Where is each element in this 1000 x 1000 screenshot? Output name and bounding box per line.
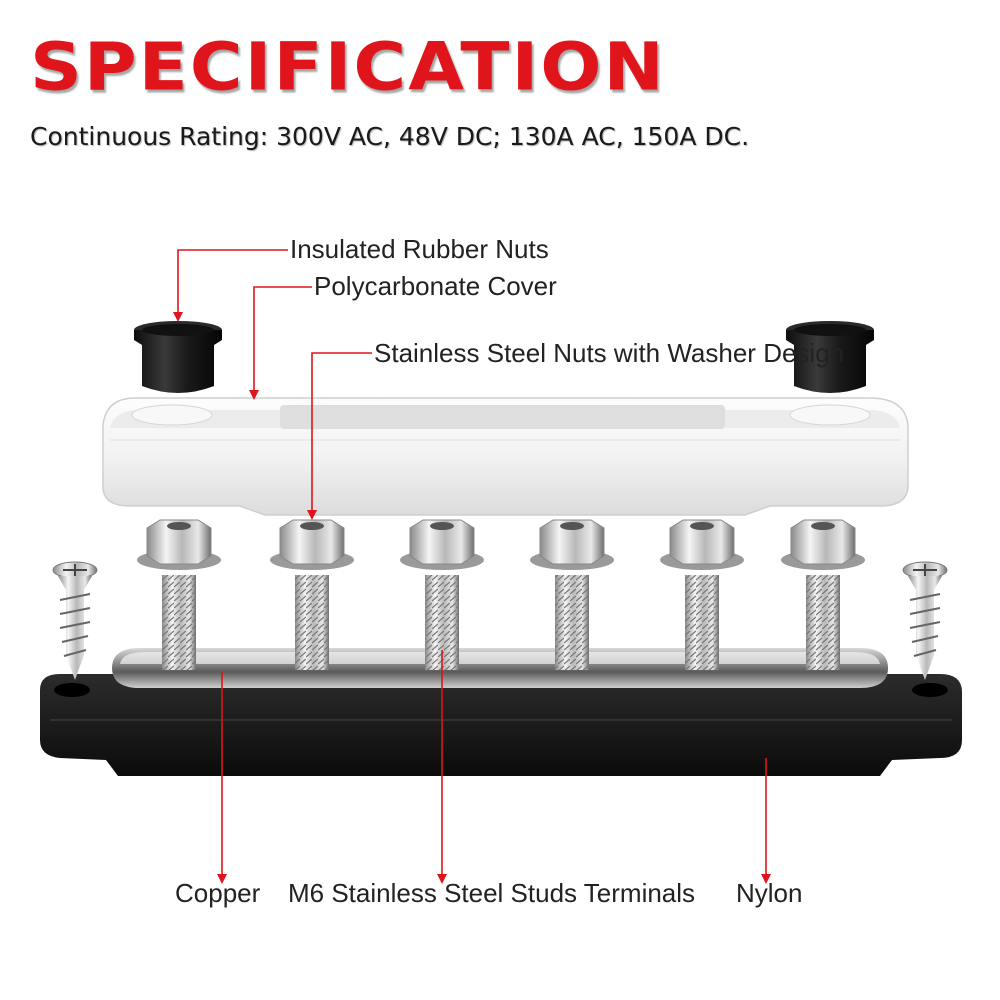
rubber-nut-right — [786, 321, 874, 393]
stud-assembly-2 — [270, 519, 354, 670]
mounting-screw-right — [902, 561, 948, 680]
copper-busbar — [112, 648, 888, 688]
label-cover: Polycarbonate Cover — [314, 271, 557, 301]
label-steel-nuts: Stainless Steel Nuts with Washer Design — [374, 338, 845, 368]
continuous-rating: Continuous Rating: 300V AC, 48V DC; 130A… — [30, 122, 750, 151]
label-nylon: Nylon — [736, 878, 803, 908]
leader-steel-nuts — [311, 352, 372, 512]
nylon-base — [40, 674, 962, 776]
callout-lines — [177, 249, 767, 876]
label-rubber-nuts: Insulated Rubber Nuts — [290, 234, 549, 264]
leader-cover — [253, 286, 312, 392]
leader-rubber-nuts — [177, 249, 288, 314]
label-studs: M6 Stainless Steel Studs Terminals — [288, 878, 696, 908]
page-title: SPECIFICATION — [30, 28, 666, 106]
stud-assembly-6 — [781, 519, 865, 670]
stud-assembly-1 — [137, 519, 221, 670]
label-copper: Copper — [175, 878, 261, 908]
stud-assembly-3 — [400, 519, 484, 670]
callout-arrowheads — [173, 312, 771, 884]
rubber-nut-left — [134, 321, 222, 393]
stud-assembly-5 — [660, 519, 744, 670]
polycarbonate-cover — [102, 397, 909, 516]
stud-assembly-4 — [530, 519, 614, 670]
mounting-screw-left — [52, 561, 98, 680]
